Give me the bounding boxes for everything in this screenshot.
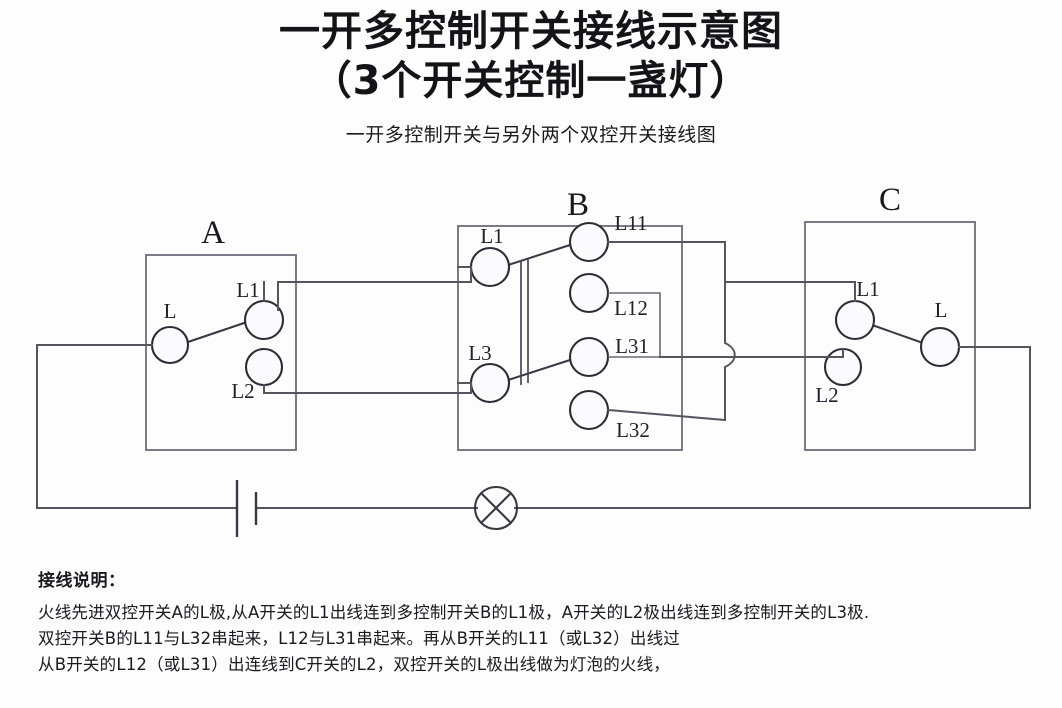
switch-b-label-L32: L32 bbox=[616, 418, 650, 442]
switch-b-terminal-L11[interactable] bbox=[568, 221, 610, 263]
switch-b-label-L3: L3 bbox=[468, 341, 491, 365]
switch-a-contact-arm bbox=[184, 320, 251, 344]
title-block: 一开多控制开关接线示意图 （3个开关控制一盏灯） 一开多控制开关与另外两个双控开… bbox=[0, 6, 1062, 147]
switch-c-contact-arm bbox=[871, 324, 924, 344]
wire-B-L31-to-C-L2 bbox=[659, 348, 844, 358]
switch-c-label-L: L bbox=[935, 298, 948, 322]
wire-A-L2-to-B-L3 bbox=[263, 382, 472, 394]
page-subtitle: 一开多控制开关与另外两个双控开关接线图 bbox=[345, 124, 717, 146]
switch-c-name: C bbox=[879, 182, 901, 218]
switch-b-name: B bbox=[567, 187, 589, 223]
switch-c-label-L1: L1 bbox=[856, 277, 879, 301]
switch-b-terminal-L1[interactable] bbox=[469, 246, 511, 288]
switch-c-terminal-L1[interactable] bbox=[834, 299, 876, 341]
schematic-diagram: A B C L L1 L2 bbox=[0, 175, 1062, 555]
wire-live-in-to-A-L bbox=[36, 344, 153, 509]
lamp-cross-2-icon bbox=[480, 492, 512, 524]
switch-b-enclosure bbox=[457, 225, 683, 451]
wire-B-L11-bus-to-C-L1 bbox=[724, 281, 856, 302]
notes-heading: 接线说明： bbox=[38, 571, 126, 591]
switch-b-label-L31: L31 bbox=[615, 334, 649, 358]
switch-b-contact-arm-top bbox=[507, 244, 571, 266]
switch-a-label-L: L bbox=[164, 299, 177, 323]
switch-a-name: A bbox=[201, 215, 225, 251]
switch-b-terminal-L31[interactable] bbox=[568, 336, 610, 378]
switch-b-label-L11: L11 bbox=[614, 211, 647, 235]
switch-a-enclosure bbox=[145, 254, 297, 451]
switch-c-enclosure bbox=[804, 221, 976, 451]
notes-line-1: 火线先进双控开关A的L极,从A开关的L1出线连到多控制开关B的L1极，A开关的L… bbox=[38, 603, 870, 622]
wire-C-L-to-lamp bbox=[958, 346, 1031, 509]
notes-line-2: 双控开关B的L11与L32串起来，L12与L31串起来。再从B开关的L11（或L… bbox=[38, 629, 680, 648]
switch-c-label-L2: L2 bbox=[815, 383, 838, 407]
switch-b-terminal-L3[interactable] bbox=[469, 362, 511, 404]
switch-b-label-L12: L12 bbox=[614, 296, 648, 320]
switch-b-terminal-L12[interactable] bbox=[568, 272, 610, 314]
notes-line-3: 从B开关的L12（或L31）出连线到C开关的L2，双控开关的L极出线做为灯泡的火… bbox=[38, 655, 670, 674]
switch-a-terminal-L[interactable] bbox=[150, 325, 190, 365]
page-title-line1: 一开多控制开关接线示意图 bbox=[279, 7, 783, 55]
switch-a-label-L1: L1 bbox=[236, 278, 259, 302]
wiring-notes: 接线说明： 火线先进双控开关A的L极,从A开关的L1出线连到多控制开关B的L1极… bbox=[38, 566, 1058, 678]
switch-a-label-L2: L2 bbox=[231, 379, 254, 403]
wire-B-L11-to-L32-bridge bbox=[606, 241, 736, 422]
page-title-line2: （3个开关控制一盏灯） bbox=[311, 58, 751, 104]
switch-b-contact-arm-bottom bbox=[507, 359, 571, 381]
switch-b-terminal-L32[interactable] bbox=[568, 389, 610, 431]
bridge-L12-L31 bbox=[608, 292, 661, 358]
lamp-icon bbox=[473, 485, 519, 531]
wire-A-L1-to-B-L1 bbox=[277, 266, 472, 311]
switch-c-terminal-L[interactable] bbox=[919, 326, 961, 368]
switch-b-label-L1: L1 bbox=[480, 224, 503, 248]
